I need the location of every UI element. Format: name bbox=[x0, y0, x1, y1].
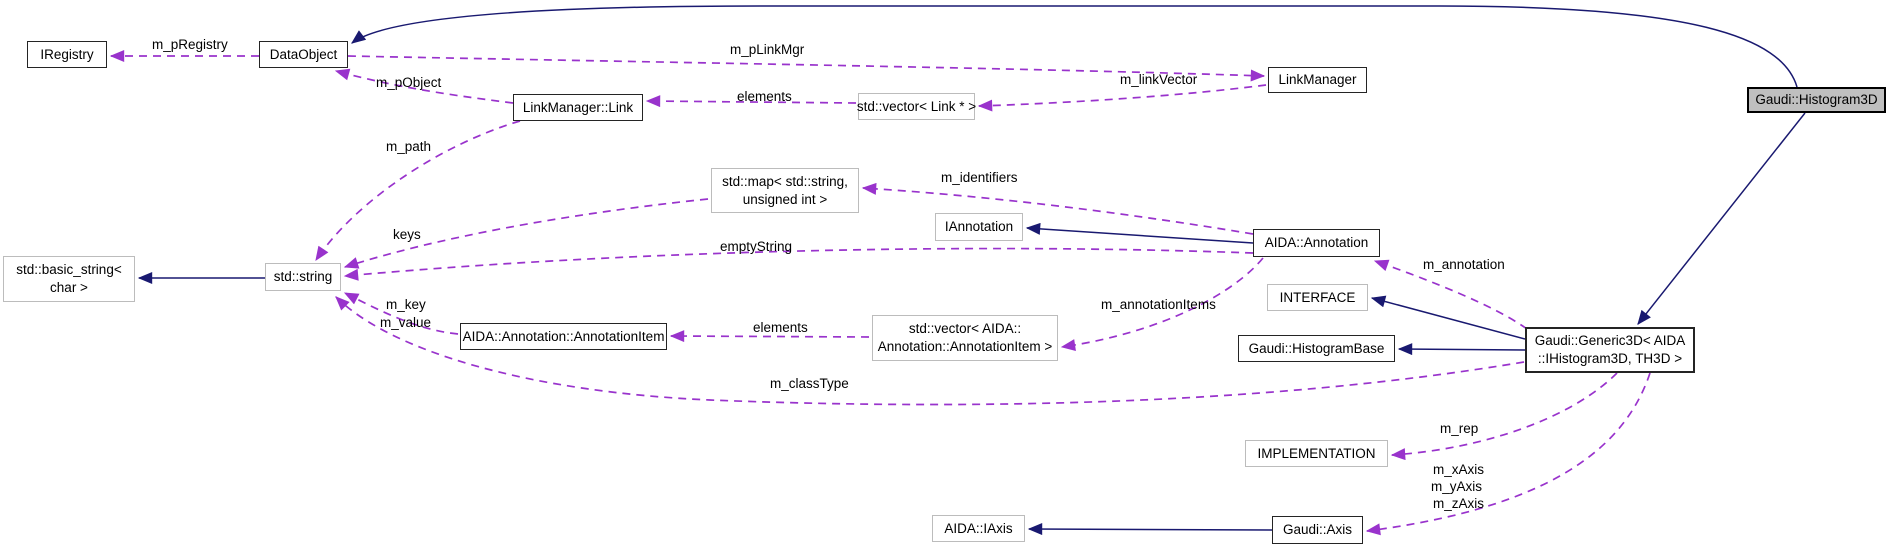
edge-label-m-yaxis: m_yAxis bbox=[1431, 479, 1483, 494]
edge-m-linkvector bbox=[977, 84, 1267, 112]
edge-inherit-generic3d-histogrambase bbox=[1397, 343, 1526, 356]
node-iannotation: IAnnotation bbox=[935, 213, 1023, 241]
node-label-line: INTERFACE bbox=[1279, 289, 1356, 305]
node-label-line: AIDA::IAxis bbox=[944, 520, 1013, 536]
edge-emptystring bbox=[343, 247, 1254, 281]
edge-label-m-value: m_value bbox=[380, 315, 432, 330]
edge-m-path bbox=[315, 120, 521, 261]
node-label-line: std::string bbox=[273, 269, 333, 285]
node-annotation-item[interactable]: AIDA::Annotation::AnnotationItem bbox=[460, 323, 667, 350]
node-label-line: Gaudi::HistogramBase bbox=[1248, 340, 1385, 356]
edge-label-m-annotation: m_annotation bbox=[1423, 257, 1505, 272]
node-label-line: std::vector< Link * > bbox=[856, 98, 977, 114]
node-gaudi-axis[interactable]: Gaudi::Axis bbox=[1272, 516, 1363, 544]
node-vector-annotation-item: std::vector< AIDA::Annotation::Annotatio… bbox=[872, 315, 1058, 361]
node-label-line: IRegistry bbox=[40, 46, 94, 62]
node-label-line: std::basic_string< bbox=[16, 262, 122, 278]
node-gaudi-histogram3d: Gaudi::Histogram3D bbox=[1747, 87, 1886, 113]
node-gaudi-histogrambase[interactable]: Gaudi::HistogramBase bbox=[1238, 335, 1395, 362]
edge-label-m-rep: m_rep bbox=[1440, 421, 1479, 436]
node-label-line: char > bbox=[50, 280, 88, 295]
edge-label-m-linkvector: m_linkVector bbox=[1120, 72, 1198, 87]
edge-label-m-pregistry: m_pRegistry bbox=[152, 37, 228, 52]
edge-m-key-m-value bbox=[343, 292, 459, 335]
edge-label-m-identifiers: m_identifiers bbox=[941, 170, 1018, 185]
edge-m-identifiers bbox=[861, 182, 1254, 235]
node-label-line: LinkManager::Link bbox=[522, 99, 634, 115]
node-label-line: std::vector< AIDA:: bbox=[908, 321, 1022, 337]
node-aida-iaxis: AIDA::IAxis bbox=[932, 515, 1025, 542]
node-std-basic-string: std::basic_string<char > bbox=[3, 256, 135, 302]
node-implementation: IMPLEMENTATION bbox=[1245, 440, 1388, 467]
edge-label-m-path: m_path bbox=[386, 139, 432, 154]
edge-m-annotation bbox=[1373, 259, 1528, 330]
node-linkmanager-link[interactable]: LinkManager::Link bbox=[513, 94, 643, 121]
edge-inherit-axis-iaxis bbox=[1027, 523, 1273, 536]
node-std-map: std::map< std::string,unsigned int > bbox=[711, 168, 859, 213]
node-iregistry[interactable]: IRegistry bbox=[27, 41, 107, 68]
edge-inherit-annotation-iannotation bbox=[1025, 222, 1254, 244]
node-label-line: LinkManager bbox=[1278, 72, 1357, 88]
edge-label-m-zaxis: m_zAxis bbox=[1433, 496, 1485, 511]
node-std-string: std::string bbox=[265, 263, 341, 291]
node-label-line: Gaudi::Axis bbox=[1282, 522, 1353, 538]
edge-m-rep bbox=[1390, 372, 1618, 461]
edge-label-keys: keys bbox=[393, 227, 421, 242]
node-label-line: IMPLEMENTATION bbox=[1257, 445, 1376, 461]
edge-m-annotationitems bbox=[1060, 257, 1264, 352]
edge-label-m-key: m_key bbox=[386, 297, 426, 312]
edge-inherit-histogram3d-generic3d bbox=[1637, 112, 1806, 325]
edge-m-classtype bbox=[335, 296, 1525, 406]
node-dataobject[interactable]: DataObject bbox=[259, 41, 348, 68]
edge-label-elements-items: elements bbox=[753, 320, 808, 335]
edge-label-m-plinkmgr: m_pLinkMgr bbox=[730, 42, 805, 57]
edge-label-m-pobject: m_pObject bbox=[376, 75, 442, 90]
node-aida-annotation[interactable]: AIDA::Annotation bbox=[1253, 229, 1380, 257]
edge-elements-links bbox=[645, 95, 857, 108]
edge-label-m-xaxis: m_xAxis bbox=[1433, 462, 1485, 477]
edge-m-plinkmgr bbox=[347, 55, 1266, 82]
node-label-line: AIDA::Annotation::AnnotationItem bbox=[462, 328, 665, 344]
node-label-line: std::map< std::string, bbox=[722, 173, 848, 189]
edge-label-m-classtype: m_classType bbox=[770, 376, 849, 391]
edge-label-m-annotationitems: m_annotationItems bbox=[1101, 297, 1216, 312]
node-label-line: DataObject bbox=[269, 46, 338, 62]
node-linkmanager[interactable]: LinkManager bbox=[1268, 67, 1367, 93]
node-label-line: AIDA::Annotation bbox=[1264, 235, 1369, 251]
node-label-line: ::IHistogram3D, TH3D > bbox=[1537, 351, 1683, 366]
node-label-line: IAnnotation bbox=[944, 219, 1014, 235]
node-gaudi-generic3d[interactable]: Gaudi::Generic3D< AIDA::IHistogram3D, TH… bbox=[1525, 327, 1695, 373]
edge-elements-annotationitems bbox=[669, 330, 870, 343]
edge-keys bbox=[343, 198, 709, 269]
node-label-line: Annotation::AnnotationItem > bbox=[877, 339, 1053, 354]
edge-label-emptystring: emptyString bbox=[720, 239, 793, 254]
edge-m-axes bbox=[1365, 372, 1651, 536]
node-interface: INTERFACE bbox=[1267, 284, 1368, 311]
node-label-line: Gaudi::Generic3D< AIDA bbox=[1534, 333, 1686, 349]
node-label-line: Gaudi::Histogram3D bbox=[1755, 92, 1878, 108]
edge-label-elements-links: elements bbox=[737, 89, 792, 104]
edge-inherit-histogram3d-dataobject bbox=[351, 5, 1798, 88]
edge-m-pobject bbox=[334, 68, 514, 104]
node-label-line: unsigned int > bbox=[742, 191, 828, 207]
node-vector-link-ptr: std::vector< Link * > bbox=[856, 93, 977, 120]
edge-inherit-generic3d-interface bbox=[1370, 295, 1526, 340]
